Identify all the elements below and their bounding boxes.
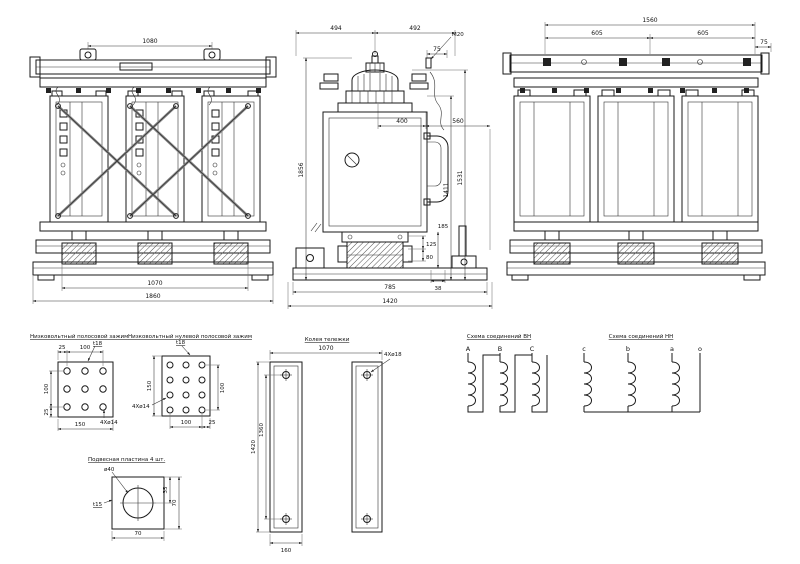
dim-clamp-phase-100t: 100	[80, 345, 91, 351]
lv-coil-a	[671, 361, 680, 407]
bracing-rods	[55, 103, 251, 219]
dim-side-125: 125	[426, 242, 437, 248]
dim-side-1411: 1411	[443, 182, 450, 197]
detail-clamp-neutral: Низковольтный нулевой полосовой зажим t1…	[128, 333, 252, 429]
dim-clamp-phase-25t: 25	[59, 345, 66, 351]
dim-rear-1560: 1560	[642, 17, 657, 24]
label-clamp-phase-holes: 4Xø14	[100, 420, 118, 426]
dim-hanger-35: 35	[163, 486, 169, 493]
side-view: 494 492 75 M20 400 560	[287, 25, 493, 309]
dim-side-80: 80	[426, 255, 433, 261]
dim-clamp-phase-25l: 25	[44, 408, 50, 415]
hv-coil-b	[499, 361, 508, 407]
dim-rails-1070: 1070	[318, 345, 333, 352]
roller-front-2	[137, 242, 173, 265]
hv-phase-a: A	[466, 345, 471, 353]
label-hanger-t15: t15	[93, 502, 103, 508]
dim-front-top: 1080	[142, 38, 157, 45]
detail-clamp-phase: Низковольтный полосовой зажим 25 100 t18…	[30, 333, 128, 431]
dim-rear-605a: 605	[591, 30, 603, 37]
dim-rails-1360: 1360	[259, 423, 265, 437]
m20-stud	[425, 57, 432, 69]
handle	[423, 132, 449, 206]
lv-coil-b	[627, 361, 636, 407]
winding-rear-3	[681, 89, 759, 223]
lv-phase-a: a	[670, 345, 674, 353]
detail-hv-schema: Схема соединений ВН A B C	[466, 333, 548, 413]
lifting-lug-left	[79, 48, 97, 61]
hv-phase-c: C	[530, 345, 535, 353]
dim-front-track: 1070	[147, 280, 162, 287]
label-clamp-phase-t18: t18	[93, 341, 103, 347]
dim-rear-605b: 605	[697, 30, 709, 37]
lv-phase-b: b	[626, 345, 630, 353]
roller-front-3	[213, 242, 249, 265]
hv-coil-c	[531, 361, 540, 407]
dim-side-1856: 1856	[298, 162, 305, 177]
dim-clamp-neutral-100b: 100	[181, 420, 192, 426]
hv-coil-a	[467, 361, 476, 407]
rail-right	[351, 361, 383, 533]
clamp-phase-plate	[57, 361, 114, 418]
clamp-neutral-plate	[161, 355, 211, 417]
rear-view: 1560 605 605 75	[502, 17, 772, 281]
dim-clamp-phase-150: 150	[75, 422, 86, 428]
winding-front-1	[49, 90, 109, 223]
valve-wheel	[344, 152, 360, 168]
skid-rails-title: Колея тележки	[305, 337, 350, 343]
dim-side-185: 185	[438, 224, 449, 230]
dim-side-492: 492	[409, 25, 421, 32]
dim-clamp-neutral-150: 150	[147, 380, 153, 391]
wheel-assembly	[292, 225, 488, 281]
detail-hanger-plate: Подвесная пластина 4 шт. ø40 t15 70 35 7…	[88, 457, 182, 541]
dim-clamp-neutral-25b: 25	[209, 420, 216, 426]
dim-side-1420: 1420	[382, 298, 397, 305]
hanger-plate-title: Подвесная пластина 4 шт.	[88, 457, 165, 463]
winding-rear-1	[513, 89, 591, 223]
dim-clamp-phase-100l: 100	[44, 383, 50, 394]
label-clamp-neutral-holes: 4Xø14	[132, 404, 150, 410]
dim-side-494: 494	[330, 25, 342, 32]
dim-side-38: 38	[435, 286, 442, 292]
dim-side-785: 785	[384, 284, 396, 291]
winding-front-3	[201, 90, 261, 223]
dim-rails-160: 160	[281, 548, 292, 554]
clamp-neutral-title: Низковольтный нулевой полосовой зажим	[128, 333, 252, 340]
tank-body	[310, 111, 428, 233]
lv-phase-c: c	[582, 345, 586, 353]
hv-phase-b: B	[498, 345, 502, 353]
detail-skid-rails: Колея тележки 1070 4Xø18 1420 1360 160	[251, 337, 402, 554]
detail-lv-schema: Схема соединений НН c b a o	[582, 333, 702, 413]
dim-side-560: 560	[452, 118, 464, 125]
lifting-lug-right	[203, 48, 221, 61]
lv-phase-o: o	[698, 345, 702, 353]
dim-front-width: 1860	[145, 293, 160, 300]
hv-schema-title: Схема соединений ВН	[467, 333, 531, 340]
roller-rear-2	[617, 242, 655, 265]
label-rails-holes: 4Xø18	[384, 352, 402, 358]
dim-side-1531: 1531	[457, 170, 464, 185]
dim-rails-1420: 1420	[251, 440, 257, 454]
dim-side-75: 75	[433, 46, 441, 53]
roller-front-1	[61, 242, 97, 265]
winding-front-2	[125, 90, 185, 223]
bushing-stack	[319, 51, 445, 131]
label-hanger-dia: ø40	[104, 467, 115, 473]
dim-side-400: 400	[396, 118, 408, 125]
dim-rear-75: 75	[760, 39, 768, 46]
dim-hanger-70b: 70	[135, 531, 142, 537]
roller-rear-3	[701, 242, 739, 265]
roller-rear-1	[533, 242, 571, 265]
front-view: 1080	[29, 38, 277, 304]
dim-clamp-neutral-100r: 100	[220, 382, 226, 393]
label-clamp-neutral-t18: t18	[176, 340, 186, 346]
lv-schema-title: Схема соединений НН	[609, 333, 674, 340]
dim-hanger-70r: 70	[172, 499, 178, 506]
rail-left	[269, 361, 303, 533]
label-m20: M20	[452, 32, 464, 38]
winding-rear-2	[597, 89, 675, 223]
lv-coil-c	[583, 361, 592, 407]
clamp-phase-title: Низковольтный полосовой зажим	[30, 333, 128, 340]
